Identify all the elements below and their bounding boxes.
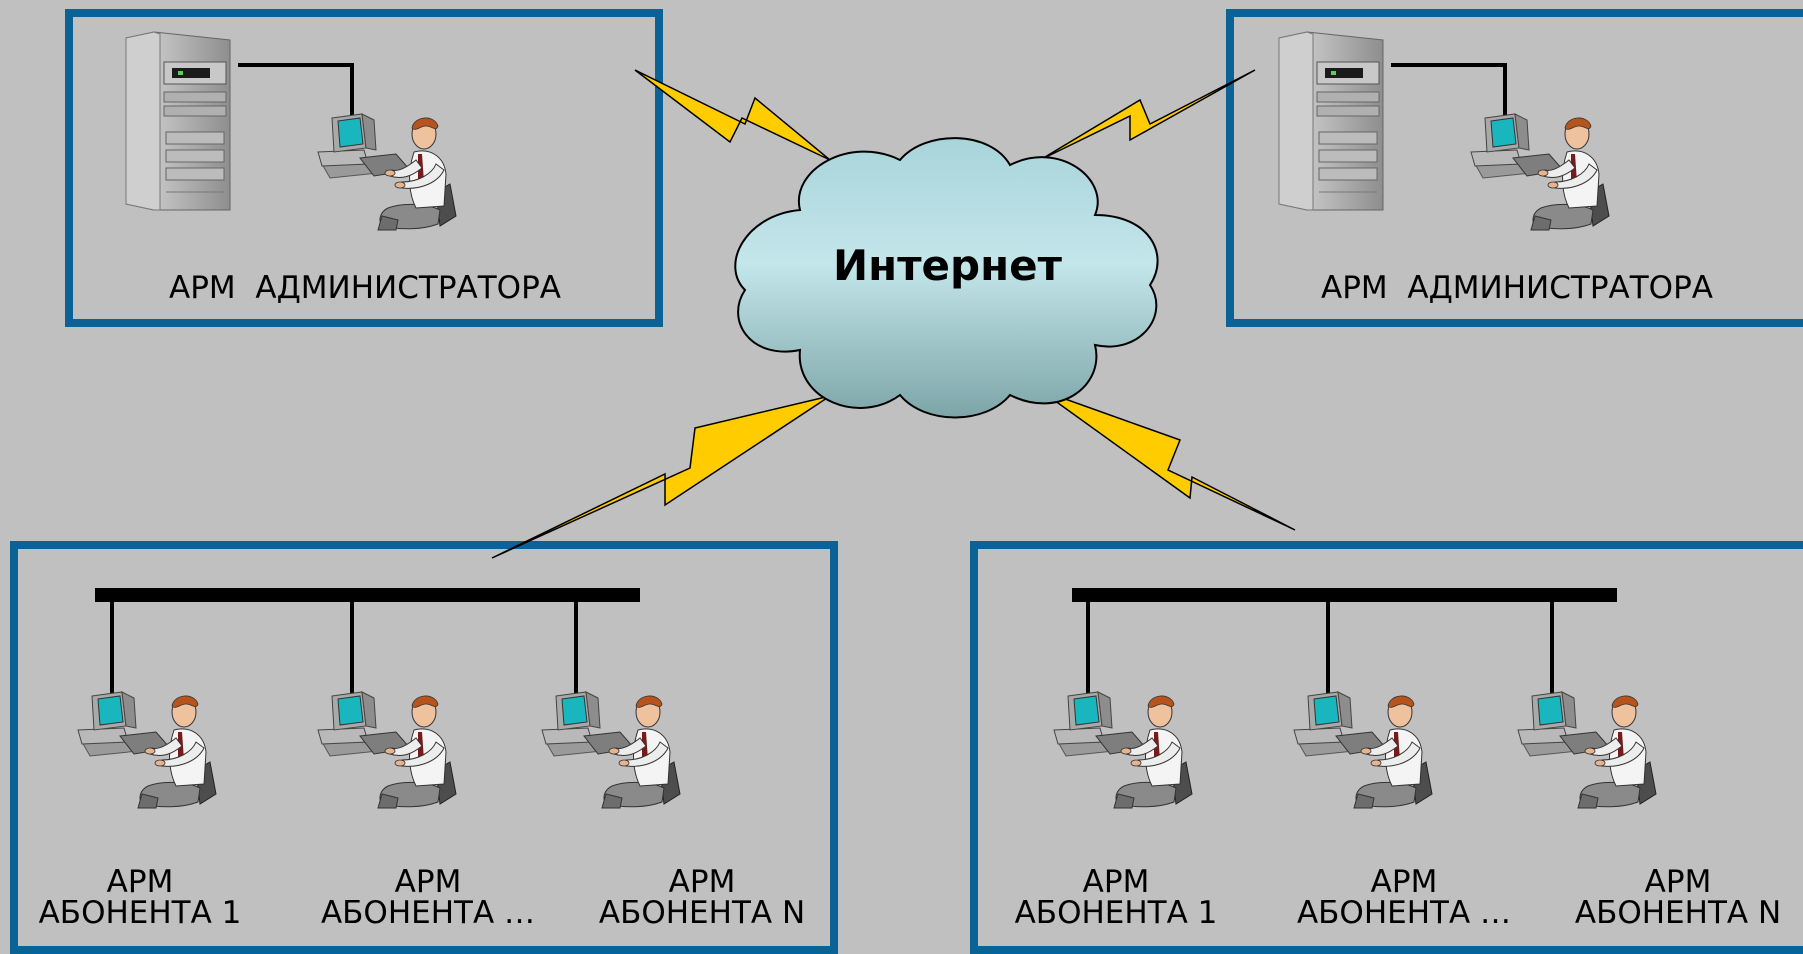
lightning-link-icon: [491, 395, 831, 559]
workstation-label: АРМ: [1082, 864, 1150, 900]
admin-workstation-label: АРМ АДМИНИСТРАТОРА: [1321, 270, 1713, 306]
operator-at-workstation-icon: [1517, 691, 1657, 809]
operator-at-workstation-icon: [1293, 691, 1433, 809]
workstation-label: АРМ: [1370, 864, 1438, 900]
workstation-label: АБОНЕНТА 1: [1014, 895, 1218, 931]
workstation-label: АРМ: [1644, 864, 1712, 900]
lightning-link-icon: [634, 69, 831, 161]
network-bus-bar: [95, 588, 640, 602]
workstation-label: АРМ: [106, 864, 174, 900]
operator-at-workstation-icon: [541, 691, 681, 809]
server-tower-icon: [125, 31, 231, 211]
server-tower-icon: [1278, 31, 1384, 211]
admin-link-line: [238, 63, 354, 128]
workstation-label: АБОНЕНТА …: [320, 895, 536, 931]
workstation-label: АРМ: [394, 864, 462, 900]
admin-frame-right: [1226, 9, 1803, 327]
admin-workstation-label: АРМ АДМИНИСТРАТОРА: [169, 270, 561, 306]
network-bus-bar: [1072, 588, 1617, 602]
operator-at-workstation-icon: [317, 113, 457, 231]
operator-at-workstation-icon: [317, 691, 457, 809]
workstation-label: АРМ: [668, 864, 736, 900]
operator-at-workstation-icon: [77, 691, 217, 809]
cloud-label: Интернет: [833, 241, 1062, 290]
lightning-link-icon: [1039, 389, 1296, 531]
workstation-label: АБОНЕНТА N: [598, 895, 806, 931]
workstation-label: АБОНЕНТА 1: [38, 895, 242, 931]
lightning-link-icon: [1039, 69, 1256, 161]
operator-at-workstation-icon: [1053, 691, 1193, 809]
internet-cloud-icon: [734, 137, 1159, 419]
admin-link-line: [1391, 63, 1507, 128]
operator-at-workstation-icon: [1470, 113, 1610, 231]
subscriber-frame-left: [10, 541, 838, 954]
admin-frame-left: [65, 9, 663, 327]
workstation-label: АБОНЕНТА …: [1296, 895, 1512, 931]
workstation-label: АБОНЕНТА N: [1574, 895, 1782, 931]
subscriber-frame-right: [970, 541, 1803, 954]
